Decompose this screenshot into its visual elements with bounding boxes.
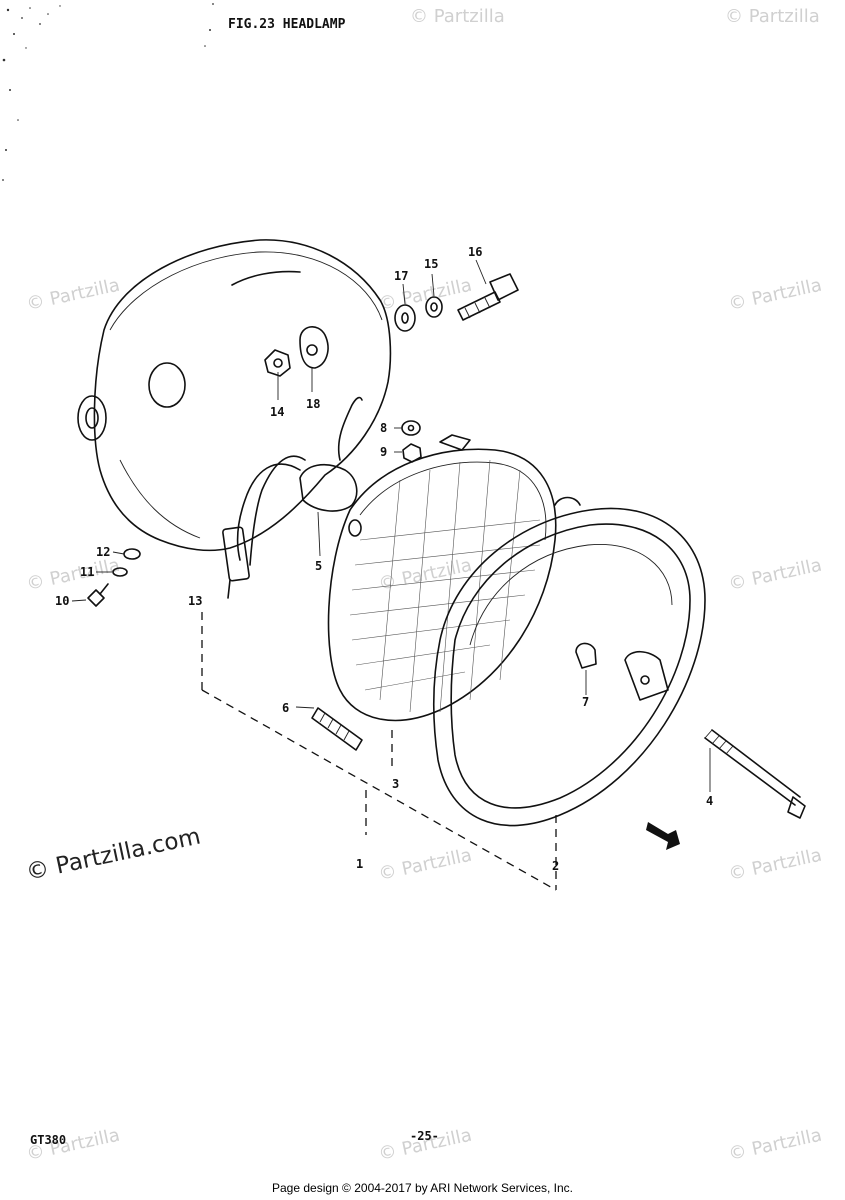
part-bolt-4: [704, 729, 806, 819]
part-washer-11: [112, 567, 128, 577]
part-lockwasher-15: [425, 296, 443, 318]
forward-arrow-icon: [646, 822, 680, 850]
callout-13: 13: [188, 594, 202, 608]
callout-9: 9: [380, 445, 387, 459]
part-nut-8: [401, 420, 421, 436]
callout-8: 8: [380, 421, 387, 435]
callout-2: 2: [552, 859, 559, 873]
callout-18: 18: [306, 397, 320, 411]
assembly-dash-lines: [201, 612, 557, 891]
watermark-left-1: © Partzilla: [25, 275, 122, 315]
callout-4: 4: [706, 794, 713, 808]
watermark-right-1: © Partzilla: [727, 275, 824, 315]
callout-10: 10: [55, 594, 69, 608]
part-bracket-18: [299, 326, 329, 369]
callout-14: 14: [270, 405, 284, 419]
watermark-right-4: © Partzilla: [727, 1125, 824, 1165]
callout-1: 1: [356, 857, 363, 871]
leader-lines: [71, 259, 711, 792]
part-screw-10: [87, 583, 109, 607]
watermark-large: © Partzilla.com: [24, 824, 203, 886]
part-nut-9: [402, 443, 422, 463]
part-screw-6: [311, 707, 363, 751]
callout-5: 5: [315, 559, 322, 573]
callout-3: 3: [392, 777, 399, 791]
part-washer-17: [394, 304, 416, 332]
callout-11: 11: [80, 565, 94, 579]
sealed-beam-unit: [327, 434, 557, 722]
part-nut-14: [264, 349, 291, 377]
socket-harness: [222, 396, 363, 599]
callout-7: 7: [582, 695, 589, 709]
watermark-center-3: © Partzilla: [377, 845, 474, 885]
callout-16: 16: [468, 245, 482, 259]
callout-17: 17: [394, 269, 408, 283]
page-number: -25-: [410, 1129, 439, 1143]
watermark-top-right: © Partzilla: [725, 6, 820, 27]
callout-15: 15: [424, 257, 438, 271]
model-code: GT380: [30, 1133, 66, 1147]
part-washer-12: [123, 548, 141, 560]
part-bolt-16: [457, 273, 519, 321]
callout-numbers: 1 2 3 4 5 6 7 8 9 10 11 12 13 14 15 16 1…: [55, 245, 713, 873]
watermark-left-2: © Partzilla: [25, 555, 122, 595]
watermark-right-3: © Partzilla: [727, 845, 824, 885]
watermark-right-2: © Partzilla: [727, 555, 824, 595]
page-footer: Page design © 2004-2017 by ARI Network S…: [272, 1181, 573, 1195]
headlamp-rim: [432, 496, 706, 827]
callout-6: 6: [282, 701, 289, 715]
headlamp-housing: [77, 239, 392, 552]
scan-noise: [2, 3, 214, 181]
watermark-top-center: © Partzilla: [410, 6, 505, 27]
figure-title: FIG.23 HEADLAMP: [228, 17, 346, 32]
callout-12: 12: [96, 545, 110, 559]
